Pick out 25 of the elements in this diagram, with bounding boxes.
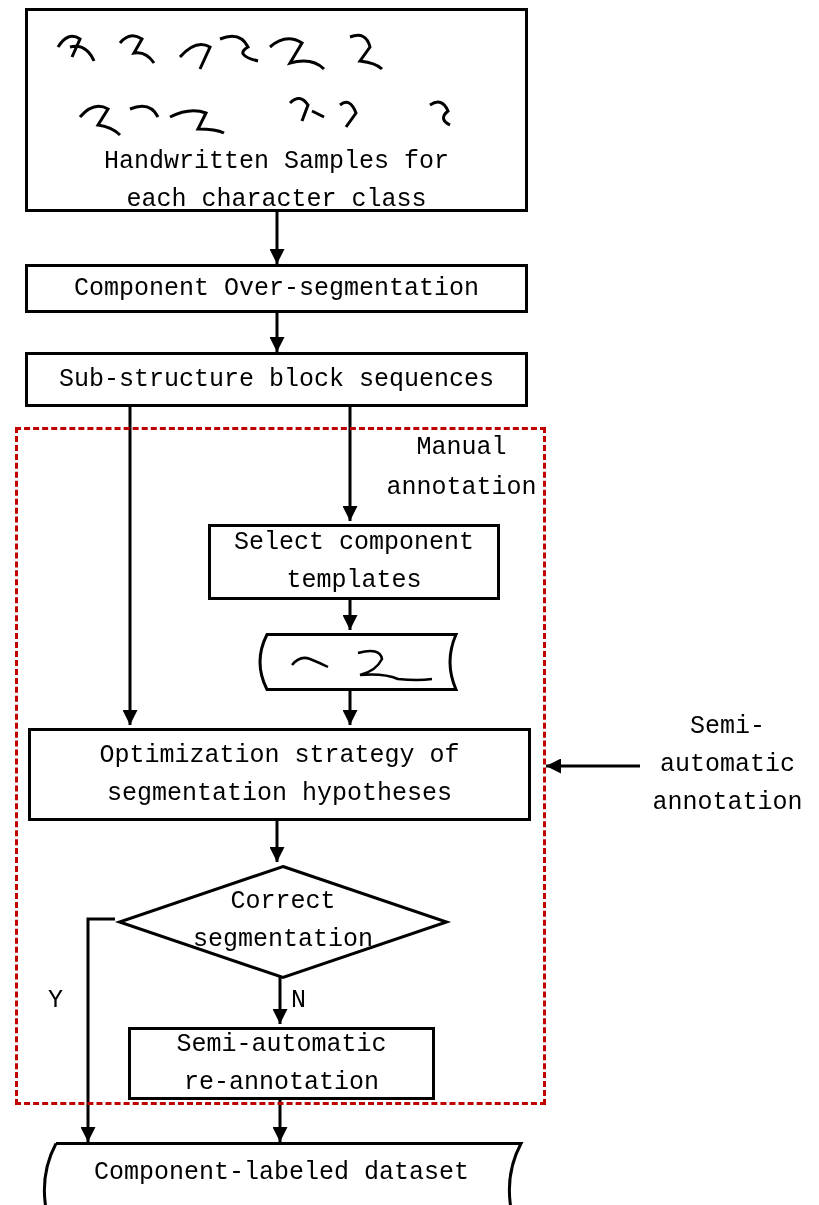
node-label: Correct segmentation xyxy=(192,886,374,956)
node-label: Component-labeled dataset xyxy=(92,1157,471,1189)
dashed-region xyxy=(15,427,546,1105)
arrow xyxy=(122,407,138,725)
process-box xyxy=(208,524,500,600)
process-box xyxy=(25,352,528,407)
arrow xyxy=(546,758,640,774)
process-box xyxy=(128,1027,435,1100)
annotation-text: Manual annotation xyxy=(385,432,538,504)
arrow xyxy=(269,313,285,352)
node-label: Component Over-segmentation xyxy=(72,272,481,305)
arrow xyxy=(342,407,358,521)
decision-diamond xyxy=(118,865,448,979)
node-label: Optimization strategy of segmentation hypotheses xyxy=(98,739,461,810)
node-label: Sub-structure block sequences xyxy=(57,363,496,396)
node-label: Select component templates xyxy=(232,527,475,597)
process-box xyxy=(25,8,528,212)
node-label: Semi-automatic re-annotation xyxy=(175,1028,388,1099)
arrow xyxy=(80,917,115,1142)
process-box xyxy=(25,264,528,313)
arrow xyxy=(272,976,288,1024)
process-box xyxy=(28,728,531,821)
arrow xyxy=(269,212,285,264)
node-label: Handwritten Samples for each character class xyxy=(102,146,451,216)
annotation-text: Semi-automatic annotation xyxy=(651,711,804,819)
